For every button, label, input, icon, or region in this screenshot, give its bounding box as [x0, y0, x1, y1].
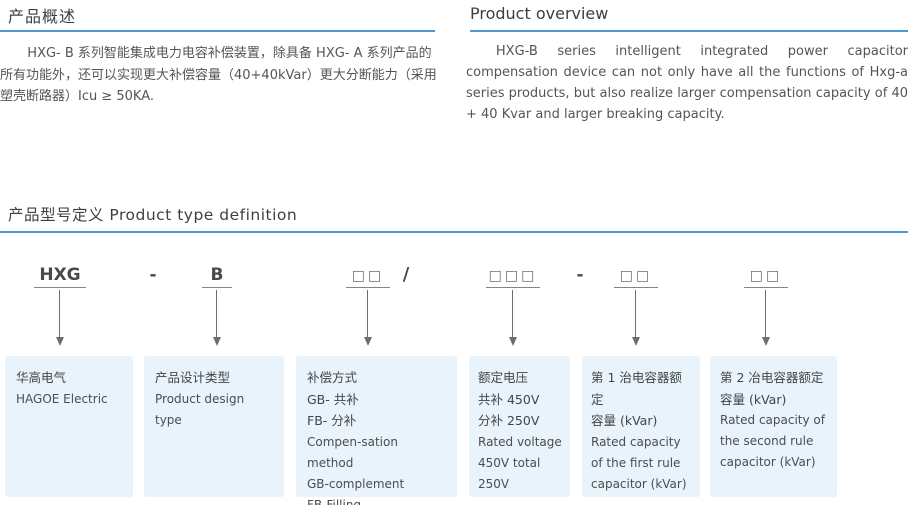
overview-paragraph-cn: HXG- B 系列智能集成电力电容补偿装置，除具备 HXG- A 系列产品的所有…	[0, 46, 437, 104]
definition-box-capacity-first: 第 1 治电容器额定 容量 (kVar) Rated capacity of t…	[582, 356, 700, 497]
definition-line: Compen-sation method	[307, 434, 398, 470]
definition-line: 容量 (kVar)	[591, 413, 658, 428]
down-arrow-icon	[508, 290, 517, 346]
definition-box-brand: 华高电气 HAGOE Electric	[5, 356, 133, 497]
definition-box-compensation-method: 补偿方式 GB- 共补 FB- 分补 Compen-sation method …	[296, 356, 457, 505]
down-arrow-icon	[55, 290, 64, 346]
code-segment-capacity-1: □□	[614, 265, 658, 288]
definition-box-design-type: 产品设计类型 Product design type	[144, 356, 284, 497]
down-arrow-icon	[761, 290, 770, 346]
code-separator-slash: /	[402, 264, 410, 285]
definition-line: 容量 (kVar)	[720, 391, 787, 407]
definition-line: 补偿方式	[307, 370, 358, 385]
definition-line: 第 2 冶电容器额定	[720, 370, 824, 385]
definition-line: 产品设计类型	[155, 370, 231, 385]
down-arrow-icon	[212, 290, 221, 346]
down-arrow-icon	[631, 290, 640, 346]
definition-line: HAGOE Electric	[16, 391, 108, 406]
definition-line: 分补 250V	[478, 413, 540, 428]
code-separator-dash-2: -	[576, 265, 584, 285]
code-separator-dash: -	[149, 265, 157, 285]
code-segment-compensation: □□	[346, 265, 390, 288]
definition-line: 额定电压	[478, 370, 529, 385]
definition-line: FB-Filling	[307, 497, 362, 505]
definition-line: Rated capacity of the first rule capacit…	[591, 434, 687, 491]
definition-line: FB- 分补	[307, 413, 357, 428]
type-definition-title: 产品型号定义 Product type definition	[8, 206, 298, 224]
definition-box-rated-voltage: 额定电压 共补 450V 分补 250V Rated voltage 450V …	[469, 356, 570, 497]
definition-line: GB- 共补	[307, 391, 359, 407]
definition-line: 华高电气	[16, 370, 67, 385]
divider-rule-full	[0, 231, 908, 233]
code-segment-design: B	[202, 265, 232, 288]
code-segment-capacity-2: □□	[744, 265, 788, 288]
overview-title-en: Product overview	[470, 4, 609, 23]
overview-paragraph-en: HXG-B series intelligent integrated powe…	[466, 44, 908, 122]
definition-line: Rated capacity of the second rule capaci…	[720, 413, 825, 469]
code-segment-brand: HXG	[34, 265, 86, 288]
divider-rule-cn	[0, 30, 435, 32]
definition-line: Product design type	[155, 391, 245, 427]
overview-title-cn: 产品概述	[8, 7, 77, 26]
definition-box-capacity-second: 第 2 冶电容器额定 容量 (kVar) Rated capacity of t…	[710, 356, 837, 497]
definition-line: 第 1 治电容器额定	[591, 370, 682, 407]
code-segment-voltage: □□□	[486, 265, 540, 288]
divider-rule-en	[470, 30, 908, 32]
definition-line: Rated voltage 450V total 250V	[478, 434, 562, 491]
definition-line: GB-complement	[307, 476, 405, 491]
definition-line: 共补 450V	[478, 391, 540, 407]
down-arrow-icon	[363, 290, 372, 346]
